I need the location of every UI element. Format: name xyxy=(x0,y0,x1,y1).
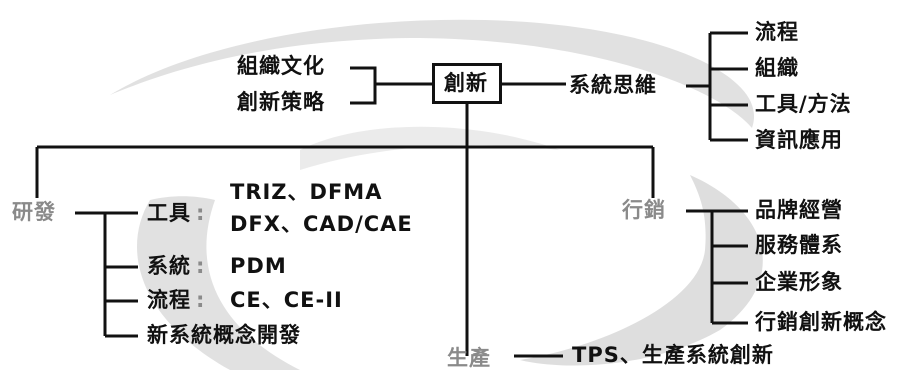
marketing-label: 行銷 xyxy=(622,198,666,222)
rnd-concept: 新系統概念開發 xyxy=(147,323,301,347)
rnd-system-value: PDM xyxy=(230,254,287,278)
systems-item-organization: 組織 xyxy=(755,56,799,80)
core-node-box xyxy=(432,63,502,104)
rnd-label: 研發 xyxy=(12,200,56,224)
rnd-tools-line1: TRIZ、DFMA xyxy=(230,180,383,204)
input-org-culture: 組織文化 xyxy=(237,54,325,78)
rnd-process-colon: : xyxy=(196,288,206,312)
systems-thinking-label: 系統思維 xyxy=(569,73,657,97)
systems-item-process: 流程 xyxy=(755,20,799,44)
rnd-system-colon: : xyxy=(196,254,206,278)
connector-branch-horizontal xyxy=(35,145,655,198)
connector-culture-strategy xyxy=(350,66,432,105)
marketing-item-image: 企業形象 xyxy=(755,270,843,294)
rnd-system-label: 系統 xyxy=(147,254,191,278)
rnd-tools-label: 工具 xyxy=(147,201,191,225)
swoosh-left xyxy=(136,196,300,370)
systems-item-info-apps: 資訊應用 xyxy=(755,128,843,152)
connector-rnd-bracket xyxy=(75,211,138,338)
production-label: 生產 xyxy=(447,346,491,370)
rnd-tools-colon: : xyxy=(196,201,206,225)
input-innovation-strategy: 創新策略 xyxy=(237,90,325,114)
swoosh-top xyxy=(110,19,755,128)
rnd-process-label: 流程 xyxy=(147,288,191,312)
marketing-item-service: 服務體系 xyxy=(755,233,843,257)
production-value: TPS、生產系統創新 xyxy=(572,343,774,367)
marketing-item-brand: 品牌經營 xyxy=(755,198,843,222)
swoosh-center xyxy=(300,126,560,170)
swoosh-right xyxy=(520,175,763,366)
core-node-label: 創新 xyxy=(444,71,488,95)
systems-item-tools-methods: 工具/方法 xyxy=(755,92,852,116)
connector-marketing-bracket xyxy=(686,209,748,325)
rnd-process-value: CE、CE-II xyxy=(230,288,343,312)
marketing-item-concept: 行銷創新概念 xyxy=(755,310,887,334)
rnd-tools-line2: DFX、CAD/CAE xyxy=(230,212,413,236)
connector-systems-bracket xyxy=(686,31,748,142)
